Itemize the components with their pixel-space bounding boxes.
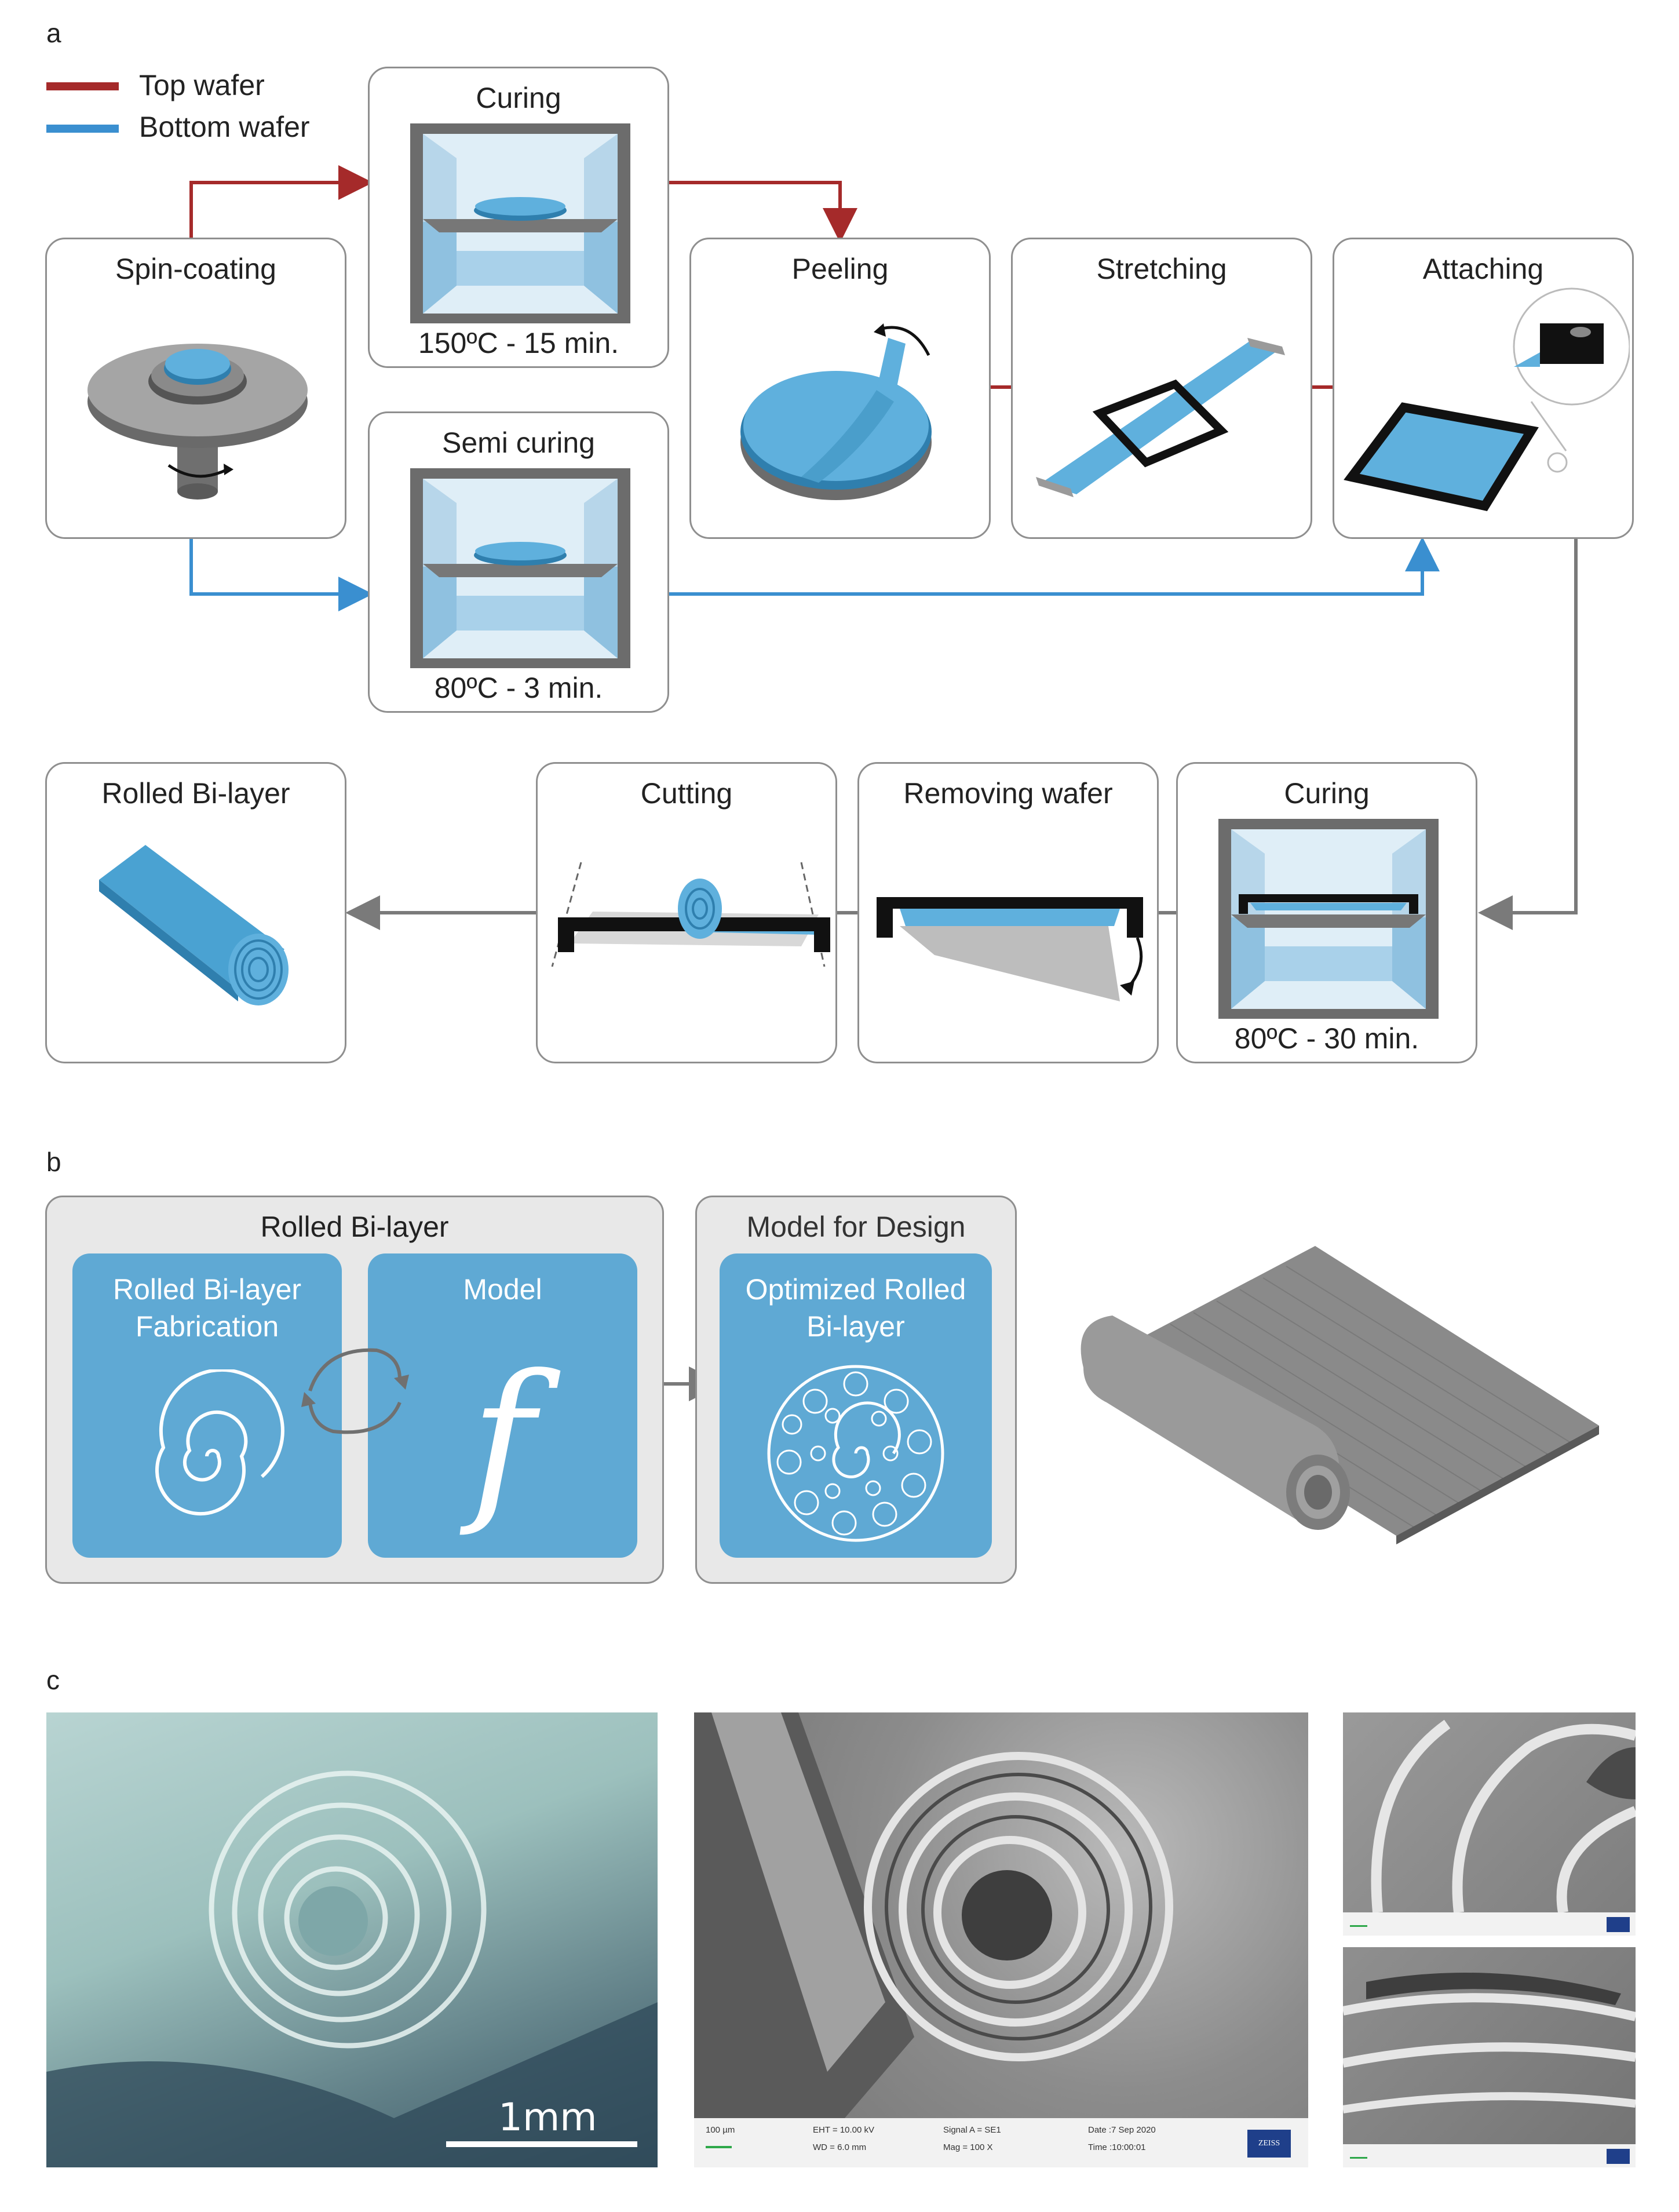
group-title: Model for Design <box>746 1211 966 1243</box>
step-caption: 80ºC - 30 min. <box>1234 1022 1419 1055</box>
step-curing-top-wafer: Curing 150ºC - 15 min. <box>368 67 669 368</box>
legend-top-wafer-line <box>46 82 119 90</box>
step-title: Removing wafer <box>903 777 1113 810</box>
sem-info-bar <box>1343 1912 1636 1936</box>
step-title: Peeling <box>791 253 889 285</box>
oven-illustration <box>410 123 630 323</box>
step-removing-wafer: Removing wafer <box>857 762 1159 1063</box>
scale-bar-line <box>446 2141 637 2147</box>
sem-micrograph-detail-top <box>1343 1712 1636 1936</box>
step-title: Stretching <box>1096 253 1227 285</box>
step-caption: 150ºC - 15 min. <box>418 327 619 359</box>
sem-detail-layers <box>1371 1719 1636 1914</box>
tile-model: Model f <box>368 1253 637 1558</box>
sem-info-bar: 100 µm EHT = 10.00 kV WD = 6.0 mm Signal… <box>694 2118 1308 2167</box>
step-title: Spin-coating <box>115 253 276 285</box>
sem-mag: Mag = 100 X <box>943 2142 993 2152</box>
step-caption: 80ºC - 3 min. <box>434 672 603 704</box>
zeiss-logo <box>1607 2149 1630 2164</box>
arrow-curing-to-peeling <box>669 181 857 243</box>
step-attaching: Attaching <box>1333 238 1634 539</box>
step-title: Curing <box>476 82 561 114</box>
panel-label-b: b <box>46 1147 61 1177</box>
step-cutting: Cutting <box>536 762 837 1063</box>
cutting-illustration <box>551 862 830 967</box>
tile-fabrication: Rolled Bi-layer Fabrication <box>72 1253 342 1558</box>
step-title: Rolled Bi-layer <box>101 777 290 810</box>
sem-roll <box>694 1712 1173 2118</box>
sem-time: Time :10:00:01 <box>1088 2142 1146 2152</box>
function-symbol: f <box>470 1338 535 1540</box>
arrow-spin-to-curing <box>189 165 373 238</box>
spiral-icon <box>155 1369 284 1516</box>
sem-eht: EHT = 10.00 kV <box>813 2125 875 2135</box>
rolled-sheet-render <box>1081 1246 1599 1544</box>
sem-wd: WD = 6.0 mm <box>813 2142 867 2152</box>
optimized-spiral-icon <box>767 1365 944 1542</box>
sem-scale-label: 100 µm <box>706 2125 735 2135</box>
peeling-illustration <box>740 323 932 500</box>
spin-coater-illustration <box>87 344 308 500</box>
sem-detail-layers <box>1343 1973 1636 2113</box>
arrow-semicuring-to-attaching <box>669 537 1440 596</box>
arrow-spin-to-semicuring <box>189 539 373 611</box>
step-spin-coating: Spin-coating <box>45 238 346 539</box>
sem-micrograph-detail-bottom <box>1343 1947 1636 2167</box>
step-title: Semi curing <box>442 427 595 459</box>
step-title: Attaching <box>1422 253 1544 285</box>
legend-bottom-wafer-label: Bottom wafer <box>139 111 310 143</box>
sem-micrograph-main: 100 µm EHT = 10.00 kV WD = 6.0 mm Signal… <box>694 1712 1308 2167</box>
panel-label-c: c <box>46 1665 60 1695</box>
sem-scale-bar <box>1350 2157 1367 2159</box>
sem-scale-bar <box>1350 1925 1367 1927</box>
step-peeling: Peeling <box>689 238 991 539</box>
step-rolled-bilayer: Rolled Bi-layer <box>45 762 346 1063</box>
tile-label: Rolled Bi-layer Fabrication <box>112 1273 302 1343</box>
legend-bottom-wafer-line <box>46 125 119 133</box>
step-curing-final: Curing 80ºC - 30 min. <box>1176 762 1477 1063</box>
legend-top-wafer-label: Top wafer <box>139 69 265 101</box>
rolled-bilayer-illustration <box>99 845 289 1005</box>
sem-signal: Signal A = SE1 <box>943 2125 1001 2135</box>
sem-info-bar <box>1343 2144 1636 2167</box>
sem-scale-bar <box>706 2146 732 2148</box>
oven-illustration <box>410 468 630 668</box>
group-title: Rolled Bi-layer <box>260 1211 449 1243</box>
attaching-illustration <box>1344 287 1630 512</box>
zeiss-logo <box>1607 1917 1630 1932</box>
step-title: Curing <box>1284 777 1370 810</box>
step-semi-curing: Semi curing 80ºC - 3 min. <box>368 411 669 713</box>
arrow-attaching-to-curing <box>1478 539 1578 930</box>
zeiss-logo: ZEISS <box>1247 2130 1291 2158</box>
oven-illustration <box>1218 819 1439 1019</box>
scale-bar-label: 1mm <box>498 2095 597 2140</box>
sem-date: Date :7 Sep 2020 <box>1088 2125 1156 2135</box>
removing-wafer-illustration <box>877 897 1143 1001</box>
panel-label-a: a <box>46 18 61 48</box>
tile-label: Optimized Rolled Bi-layer <box>745 1273 966 1343</box>
step-stretching: Stretching <box>1011 238 1312 539</box>
roll-cross-section <box>46 1770 658 2167</box>
step-title: Cutting <box>640 777 733 810</box>
stretching-illustration <box>1036 338 1285 497</box>
optical-micrograph: 1mm <box>46 1712 658 2167</box>
tile-label: Model <box>463 1273 542 1306</box>
tile-optimized: Optimized Rolled Bi-layer <box>720 1253 992 1558</box>
